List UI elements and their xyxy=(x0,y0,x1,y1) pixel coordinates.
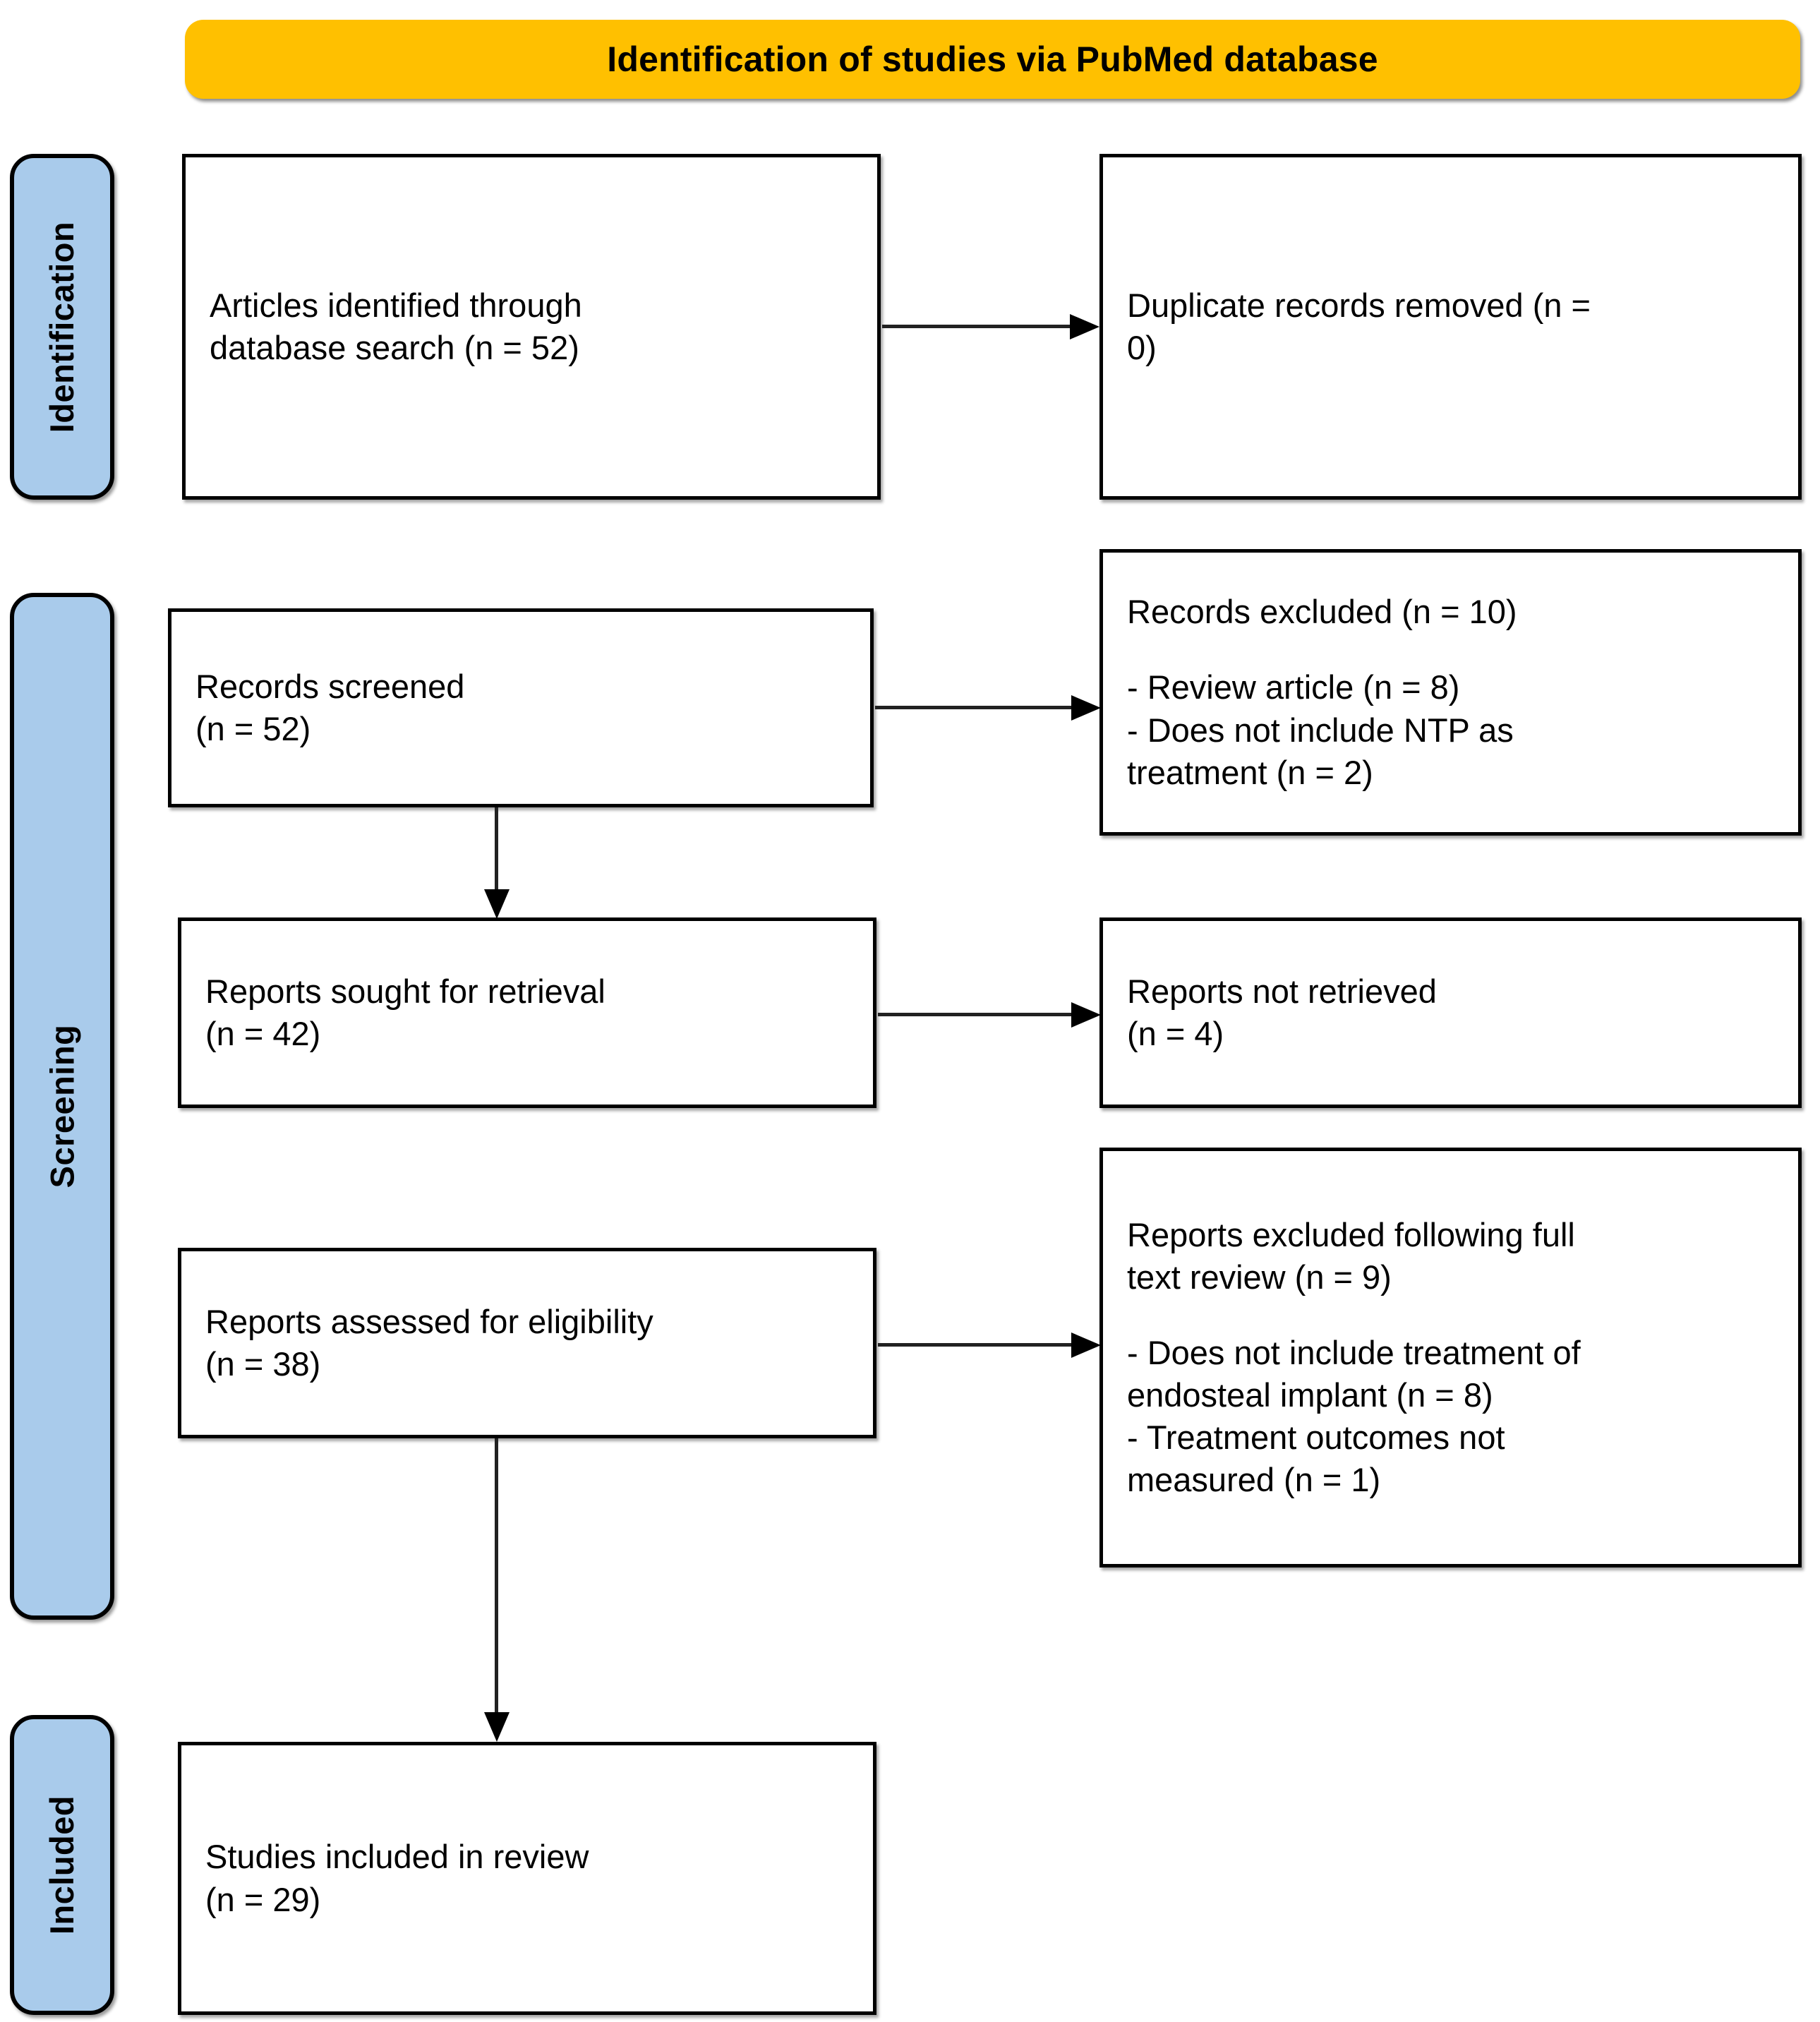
box-reports-excluded-reason-2-line1: - Treatment outcomes not xyxy=(1127,1419,1505,1457)
box-records-excluded-reason-1: - Review article (n = 8) xyxy=(1127,668,1460,706)
arrow-head-right-icon xyxy=(1071,1002,1101,1028)
box-reports-not-retrieved-line1: Reports not retrieved xyxy=(1127,972,1437,1010)
box-duplicate-records-removed: Duplicate records removed (n = 0) xyxy=(1099,154,1802,500)
arrow-shaft xyxy=(875,706,1073,709)
box-reports-assessed-line2: (n = 38) xyxy=(205,1345,321,1383)
box-records-screened-line1: Records screened xyxy=(195,667,465,705)
stage-label-identification-text: Identification xyxy=(43,221,81,433)
box-reports-excluded-spacer xyxy=(1127,1299,1774,1332)
box-reports-assessed-line1: Reports assessed for eligibility xyxy=(205,1302,653,1340)
stage-label-included-text: Included xyxy=(43,1795,81,1935)
box-records-screened-line2: (n = 52) xyxy=(195,710,311,747)
box-reports-excluded-heading-line1: Reports excluded following full xyxy=(1127,1215,1575,1253)
box-reports-not-retrieved: Reports not retrieved (n = 4) xyxy=(1099,917,1802,1108)
stage-label-identification: Identification xyxy=(10,154,114,500)
box-articles-identified: Articles identified through database sea… xyxy=(182,154,881,500)
arrow-identified-to-duplicates xyxy=(882,314,1101,339)
arrow-head-right-icon xyxy=(1071,1332,1101,1358)
box-records-screened: Records screened (n = 52) xyxy=(168,608,874,807)
box-reports-assessed-for-eligibility: Reports assessed for eligibility (n = 38… xyxy=(178,1248,876,1438)
arrow-shaft xyxy=(878,1343,1073,1347)
arrow-screened-to-records-excluded xyxy=(875,695,1102,721)
arrow-assessed-to-included xyxy=(484,1438,510,1743)
box-records-excluded-spacer xyxy=(1127,633,1774,666)
box-studies-included-line1: Studies included in review xyxy=(205,1838,589,1876)
box-studies-included-in-review: Studies included in review (n = 29) xyxy=(178,1742,876,2015)
box-reports-not-retrieved-line2: (n = 4) xyxy=(1127,1015,1224,1052)
box-reports-excluded-reason-2-line2: measured (n = 1) xyxy=(1127,1461,1381,1499)
stage-label-screening: Screening xyxy=(10,593,114,1620)
stage-label-included: Included xyxy=(10,1715,114,2015)
box-records-excluded-reason-2-line1: - Does not include NTP as xyxy=(1127,711,1514,749)
box-reports-excluded-heading-line2: text review (n = 9) xyxy=(1127,1258,1392,1296)
box-reports-excluded-reason-1-line2: endosteal implant (n = 8) xyxy=(1127,1376,1493,1414)
arrow-shaft xyxy=(882,325,1071,328)
arrow-screened-to-sought xyxy=(484,807,510,920)
arrow-shaft xyxy=(495,1438,498,1714)
arrow-head-down-icon xyxy=(484,1712,510,1742)
arrow-sought-to-not-retrieved xyxy=(878,1002,1102,1028)
arrow-head-right-icon xyxy=(1071,695,1101,721)
stage-label-screening-text: Screening xyxy=(43,1024,81,1188)
box-records-excluded: Records excluded (n = 10) - Review artic… xyxy=(1099,549,1802,836)
box-studies-included-line2: (n = 29) xyxy=(205,1880,321,1918)
box-articles-identified-line1: Articles identified through xyxy=(210,286,582,324)
box-reports-excluded-full-text: Reports excluded following full text rev… xyxy=(1099,1148,1802,1567)
box-articles-identified-line2: database search (n = 52) xyxy=(210,329,579,366)
arrow-assessed-to-reports-excluded xyxy=(878,1332,1102,1358)
diagram-title: Identification of studies via PubMed dat… xyxy=(607,39,1378,79)
box-records-excluded-reason-2-line2: treatment (n = 2) xyxy=(1127,753,1373,791)
box-duplicate-records-removed-line1: Duplicate records removed (n = xyxy=(1127,286,1591,324)
box-reports-sought-line2: (n = 42) xyxy=(205,1015,321,1052)
arrow-head-right-icon xyxy=(1070,314,1099,339)
arrow-shaft xyxy=(878,1013,1073,1016)
box-duplicate-records-removed-line2: 0) xyxy=(1127,329,1157,366)
box-reports-excluded-reason-1-line1: - Does not include treatment of xyxy=(1127,1333,1581,1371)
arrow-head-down-icon xyxy=(484,889,510,919)
arrow-shaft xyxy=(495,807,498,891)
box-reports-sought-line1: Reports sought for retrieval xyxy=(205,972,605,1010)
diagram-title-banner: Identification of studies via PubMed dat… xyxy=(185,20,1800,99)
box-records-excluded-heading: Records excluded (n = 10) xyxy=(1127,593,1517,631)
box-reports-sought-for-retrieval: Reports sought for retrieval (n = 42) xyxy=(178,917,876,1108)
